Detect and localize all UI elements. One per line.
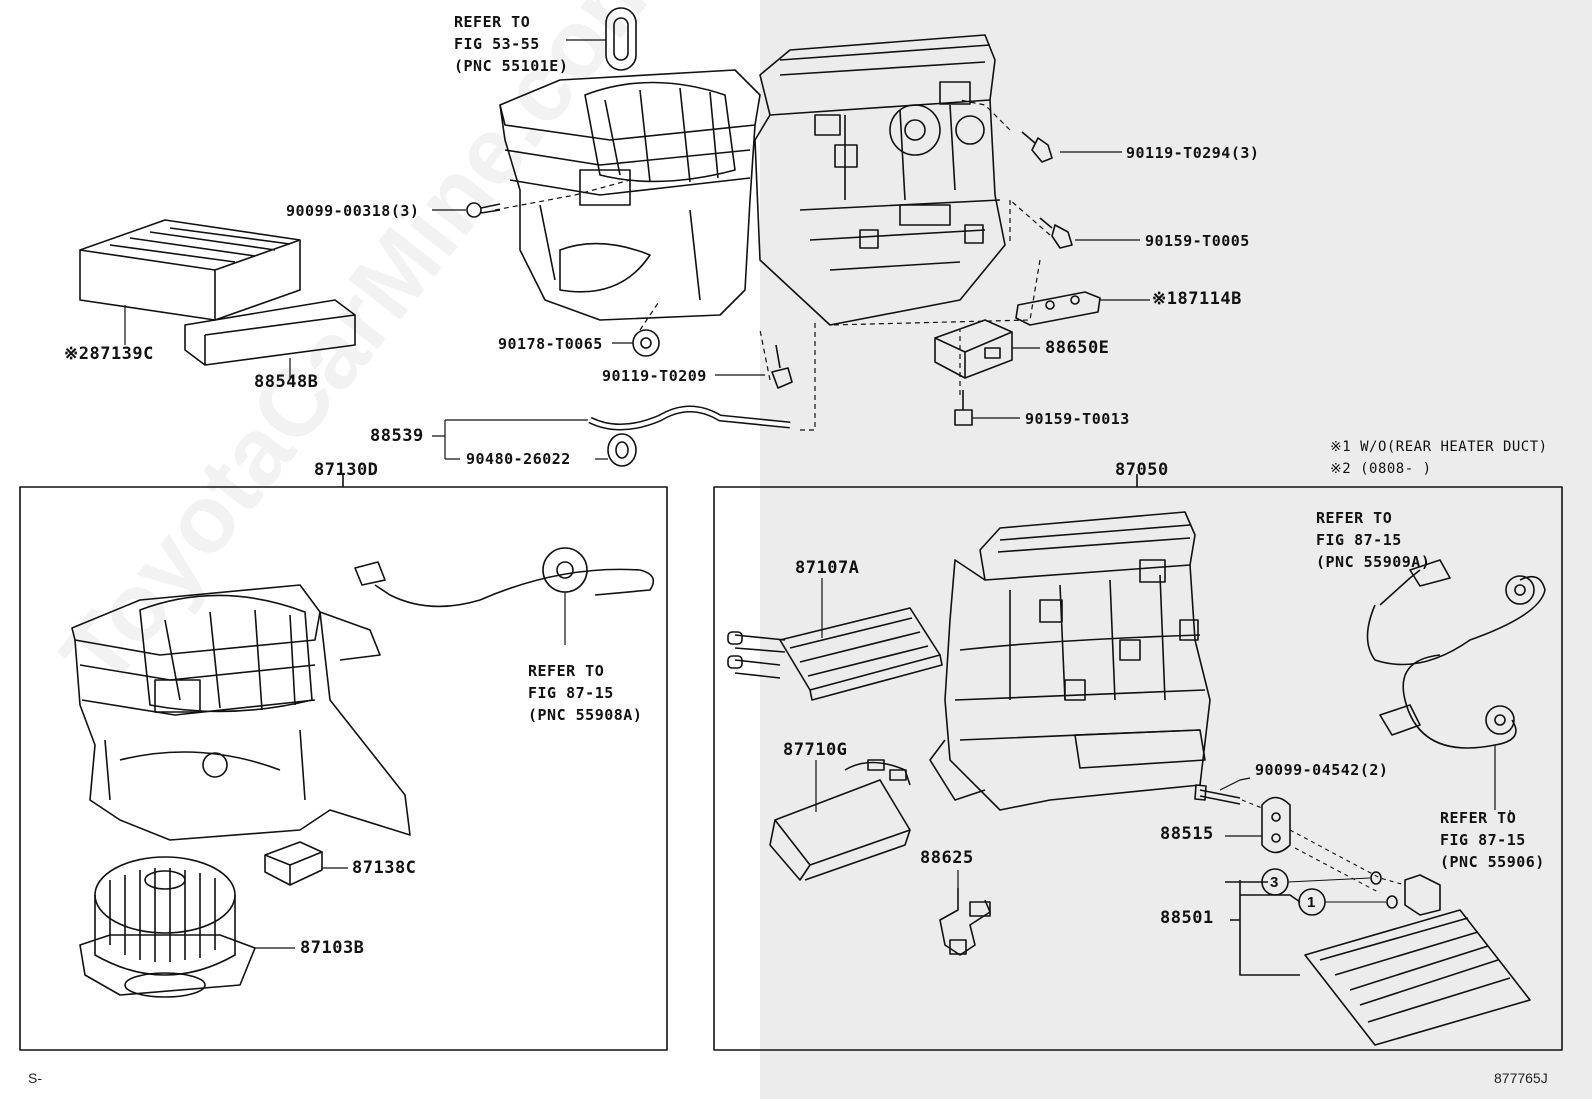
- part-90159-t0005[interactable]: 90159-T0005: [1145, 232, 1250, 250]
- refer-label-d-line3[interactable]: (PNC 55906): [1440, 853, 1545, 871]
- part-90178-t0065[interactable]: 90178-T0065: [498, 335, 603, 353]
- heater-core-87107a: [727, 578, 943, 701]
- grommet-55101e: [605, 7, 637, 71]
- part-87139c[interactable]: ※287139C: [64, 344, 154, 364]
- resistor-87138c: [264, 841, 348, 886]
- refer-label-c-line2: FIG 87-15: [1316, 531, 1402, 549]
- note-2: ※2 (0808- ): [1330, 461, 1432, 477]
- part-90099-00318[interactable]: 90099-00318(3): [286, 202, 420, 220]
- heater-case-87050: [929, 511, 1211, 811]
- nut-90178-t0065: [632, 329, 660, 357]
- sensor-wire-55908a: [354, 547, 655, 645]
- bolt-90159-t0005: [1039, 217, 1073, 249]
- part-87130d[interactable]: 87130D: [314, 460, 379, 480]
- hvac-main-assembly: [499, 34, 1006, 326]
- part-90480-26022[interactable]: 90480-26022: [466, 450, 571, 468]
- refer-label-b-line1: REFER TO: [528, 662, 605, 680]
- part-88548b[interactable]: 88548B: [254, 372, 319, 392]
- part-87107a[interactable]: 87107A: [795, 558, 860, 578]
- refer-label-b-line3[interactable]: (PNC 55908A): [528, 706, 643, 724]
- refer-label-a-line1: REFER TO: [454, 13, 531, 31]
- sensor-wire-55906: [1379, 654, 1517, 810]
- hose-88539: [588, 405, 791, 431]
- part-90099-04542[interactable]: 90099-04542(2): [1255, 761, 1389, 779]
- shaded-region: [760, 0, 1592, 1099]
- part-88539[interactable]: 88539: [370, 426, 424, 446]
- callout-number-3: 3: [1270, 874, 1279, 891]
- refer-label-d-line1: REFER TO: [1440, 809, 1517, 827]
- refer-label-a-line3[interactable]: (PNC 55101E): [454, 57, 569, 75]
- part-87138c[interactable]: 87138C: [352, 858, 417, 878]
- refer-label-a-line2: FIG 53-55: [454, 35, 540, 53]
- part-88625[interactable]: 88625: [920, 848, 974, 868]
- blower-motor-87103b: [79, 856, 295, 998]
- bolt-90159-t0013: [954, 390, 973, 426]
- refer-label-c-line3[interactable]: (PNC 55909A): [1316, 553, 1431, 571]
- filter-cover-88548b: [184, 299, 356, 366]
- part-88650e[interactable]: 88650E: [1045, 338, 1110, 358]
- ptc-heater-87710g: [769, 759, 911, 881]
- grommet-90480-26022: [607, 433, 637, 467]
- refer-label-d-line2: FIG 87-15: [1440, 831, 1526, 849]
- diagram-id: 877765J: [1494, 1070, 1548, 1086]
- o-ring-3: [1370, 871, 1382, 885]
- part-87114b[interactable]: ※187114B: [1152, 289, 1242, 309]
- part-88515[interactable]: 88515: [1160, 824, 1214, 844]
- callout-number-1: 1: [1307, 894, 1316, 911]
- evaporator-88501: [1225, 874, 1531, 1046]
- part-87103b[interactable]: 87103B: [300, 938, 365, 958]
- o-ring-1: [1386, 895, 1398, 909]
- refer-label-b-line2: FIG 87-15: [528, 684, 614, 702]
- part-88501[interactable]: 88501: [1160, 908, 1214, 928]
- filter-87139c: [79, 219, 301, 321]
- note-1: ※1 W/O(REAR HEATER DUCT): [1330, 439, 1548, 455]
- part-90159-t0013[interactable]: 90159-T0013: [1025, 410, 1130, 428]
- part-90119-t0294[interactable]: 90119-T0294(3): [1126, 144, 1260, 162]
- bolt-90119-t0209: [771, 344, 793, 389]
- part-87050[interactable]: 87050: [1115, 460, 1169, 480]
- refer-label-c-line1: REFER TO: [1316, 509, 1393, 527]
- sensor-wire-55909a: [1366, 559, 1546, 666]
- actuator-87114b: [1015, 291, 1101, 326]
- bolt-90119-t0294: [1021, 131, 1053, 163]
- part-87710g[interactable]: 87710G: [783, 740, 848, 760]
- blower-case-87130d: [71, 584, 411, 841]
- expansion-valve-88515: [1225, 796, 1291, 854]
- bolt-90099-00318: [466, 202, 501, 218]
- bolt-90099-04542: [1194, 777, 1251, 805]
- footer-left: S-: [28, 1070, 42, 1086]
- sensor-88625: [939, 870, 991, 956]
- part-90119-t0209[interactable]: 90119-T0209: [602, 367, 707, 385]
- heater-unit-frame: [713, 486, 1563, 1051]
- amplifier-88650e: [934, 319, 1013, 379]
